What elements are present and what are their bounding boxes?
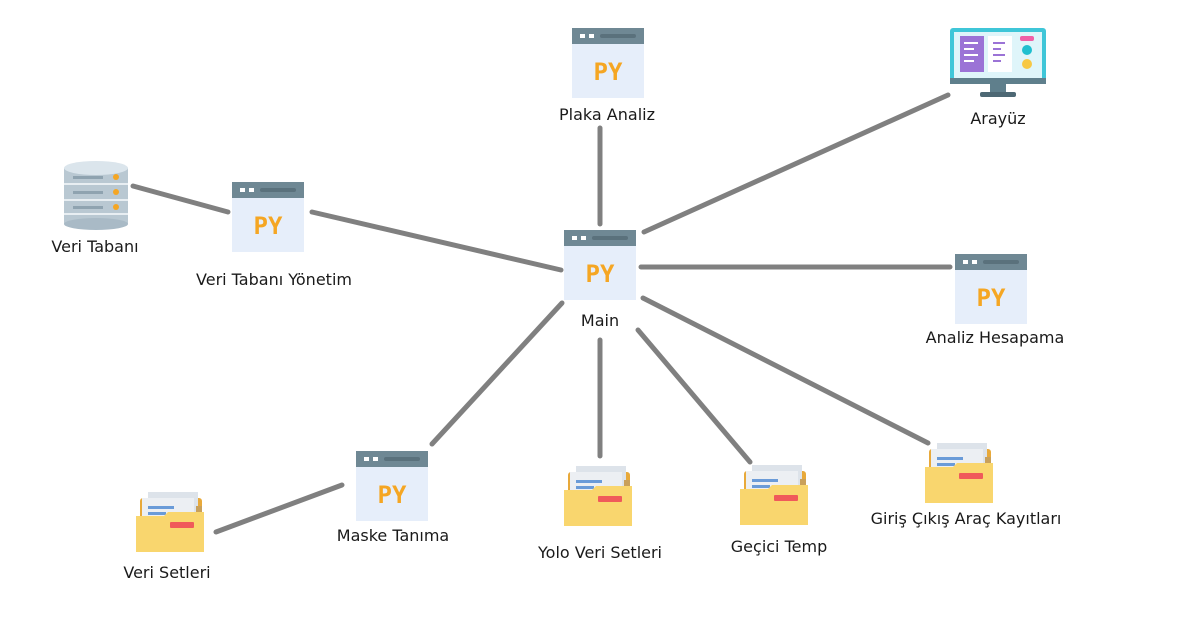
- folder-icon: [925, 443, 993, 503]
- monitor-icon[interactable]: [950, 28, 1046, 100]
- veri-setleri-folder-icon[interactable]: [134, 492, 210, 554]
- folder-icon: [740, 465, 808, 525]
- edge-main-maske: [429, 300, 565, 447]
- edges-layer: [130, 92, 953, 535]
- main-node-icon[interactable]: PY: [564, 230, 636, 300]
- python-file-icon: PY: [356, 451, 428, 521]
- analiz-hesapama-node-icon[interactable]: PY: [955, 254, 1027, 324]
- svg-text:PY: PY: [586, 260, 615, 288]
- edge-maske-veri_setleri: [213, 482, 345, 535]
- svg-text:PY: PY: [254, 212, 283, 240]
- yolo-veri-setleri-label: Yolo Veri Setleri: [538, 543, 662, 562]
- edge-main-giris: [640, 295, 931, 446]
- yolo-veri-setleri-folder-icon[interactable]: [562, 466, 638, 528]
- edge-main-veri_tabani_yonetim: [309, 209, 564, 273]
- analiz-hesapama-label: Analiz Hesapama: [925, 328, 1065, 347]
- gecici-temp-label: Geçici Temp: [730, 537, 828, 556]
- veri-tabani-yonetim-label: Veri Tabanı Yönetim: [196, 270, 352, 289]
- python-file-icon: PY: [572, 28, 644, 98]
- python-file-icon: PY: [232, 182, 304, 252]
- folder-icon: [136, 492, 204, 552]
- veri-tabani-label: Veri Tabanı: [51, 237, 139, 256]
- python-file-icon: PY: [564, 230, 636, 300]
- giris-cikis-folder-icon[interactable]: [923, 443, 999, 505]
- plaka-analiz-label: Plaka Analiz: [559, 105, 655, 124]
- plaka-analiz-node-icon[interactable]: PY: [572, 28, 644, 98]
- svg-text:PY: PY: [378, 481, 407, 509]
- veri-setleri-label: Veri Setleri: [123, 563, 211, 582]
- folder-icon: [564, 466, 632, 526]
- database-cylinder-icon: [64, 161, 128, 230]
- main-label: Main: [580, 311, 620, 330]
- maske-tanima-label: Maske Tanıma: [336, 526, 450, 545]
- python-file-icon: PY: [955, 254, 1027, 324]
- database-icon[interactable]: [63, 160, 129, 230]
- edge-veri_tabani_yonetim-veri_tabani: [130, 183, 231, 215]
- arayuz-label: Arayüz: [970, 109, 1026, 128]
- maske-tanima-node-icon[interactable]: PY: [356, 451, 428, 521]
- svg-text:PY: PY: [594, 58, 623, 86]
- gecici-temp-folder-icon[interactable]: [738, 465, 814, 527]
- edge-main-gecici: [635, 327, 753, 465]
- giris-cikis-label: Giriş Çıkış Araç Kayıtları: [870, 509, 1062, 528]
- monitor-screen-icon: [950, 28, 1046, 97]
- veri-tabani-yonetim-node-icon[interactable]: PY: [232, 182, 304, 252]
- edge-main-arayuz: [641, 92, 951, 235]
- svg-text:PY: PY: [977, 284, 1006, 312]
